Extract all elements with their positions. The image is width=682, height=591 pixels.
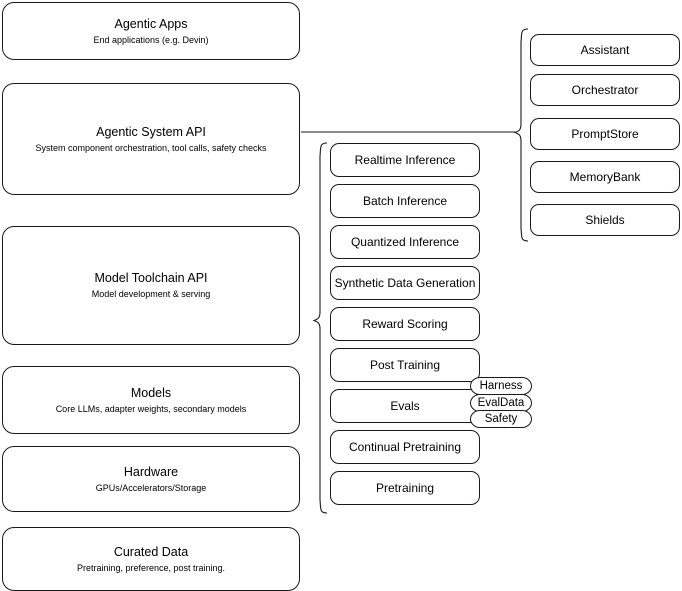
toolchain-item-batch-inference[interactable]: Batch Inference [330, 184, 480, 218]
layer-subtitle: Model development & serving [91, 289, 211, 299]
layer-agentic-system-api[interactable]: Agentic System API System component orch… [2, 83, 300, 195]
system-component-shields[interactable]: Shields [530, 204, 680, 236]
toolchain-items-brace [312, 142, 328, 514]
layer-title: Hardware [123, 464, 179, 479]
system-component-label: Assistant [580, 42, 630, 57]
toolchain-item-label: Quantized Inference [350, 234, 460, 249]
toolchain-item-continual-pretraining[interactable]: Continual Pretraining [330, 430, 480, 464]
system-component-label: PromptStore [571, 126, 639, 141]
layer-subtitle: Core LLMs, adapter weights, secondary mo… [55, 403, 247, 414]
toolchain-item-label: Synthetic Data Generation [334, 275, 476, 290]
system-component-assistant[interactable]: Assistant [530, 34, 680, 66]
layer-agentic-apps[interactable]: Agentic Apps End applications (e.g. Devi… [2, 2, 300, 60]
system-component-label: Shields [585, 212, 625, 227]
system-component-label: Orchestrator [571, 82, 639, 97]
layer-subtitle: System component orchestration, tool cal… [35, 142, 267, 153]
system-component-orchestrator[interactable]: Orchestrator [530, 74, 680, 106]
system-component-label: MemoryBank [569, 169, 641, 184]
eval-pill-safety[interactable]: Safety [470, 410, 532, 428]
toolchain-item-label: Batch Inference [362, 193, 448, 208]
layer-curated-data[interactable]: Curated Data Pretraining, preference, po… [2, 527, 300, 591]
layer-title: Models [130, 385, 172, 400]
layer-hardware[interactable]: Hardware GPUs/Accelerators/Storage [2, 446, 300, 512]
toolchain-item-label: Continual Pretraining [348, 439, 462, 454]
layer-subtitle: GPUs/Accelerators/Storage [95, 482, 207, 493]
toolchain-item-reward-scoring[interactable]: Reward Scoring [330, 307, 480, 341]
layer-title: Curated Data [113, 544, 189, 559]
toolchain-item-realtime-inference[interactable]: Realtime Inference [330, 143, 480, 177]
toolchain-item-evals[interactable]: Evals [330, 389, 480, 423]
toolchain-item-quantized-inference[interactable]: Quantized Inference [330, 225, 480, 259]
layer-subtitle: Pretraining, preference, post training. [76, 562, 226, 573]
toolchain-item-post-training[interactable]: Post Training [330, 348, 480, 382]
toolchain-item-synthetic-data-generation[interactable]: Synthetic Data Generation [330, 266, 480, 300]
toolchain-item-pretraining[interactable]: Pretraining [330, 471, 480, 505]
layer-title: Agentic Apps [114, 16, 188, 31]
layer-models[interactable]: Models Core LLMs, adapter weights, secon… [2, 366, 300, 434]
system-components-brace [513, 28, 529, 242]
toolchain-item-label: Reward Scoring [362, 316, 448, 331]
toolchain-item-label: Evals [390, 398, 420, 413]
layer-model-toolchain-api[interactable]: Model Toolchain API Model development & … [2, 226, 300, 345]
layer-title: Agentic System API [96, 124, 206, 139]
toolchain-item-label: Realtime Inference [354, 152, 456, 167]
toolchain-item-label: Pretraining [375, 480, 435, 495]
eval-pill-harness[interactable]: Harness [470, 377, 532, 395]
layer-title: Model Toolchain API [94, 271, 208, 285]
system-component-memorybank[interactable]: MemoryBank [530, 161, 680, 193]
system-component-promptstore[interactable]: PromptStore [530, 118, 680, 150]
layer-subtitle: End applications (e.g. Devin) [93, 34, 209, 45]
toolchain-item-label: Post Training [369, 357, 441, 372]
